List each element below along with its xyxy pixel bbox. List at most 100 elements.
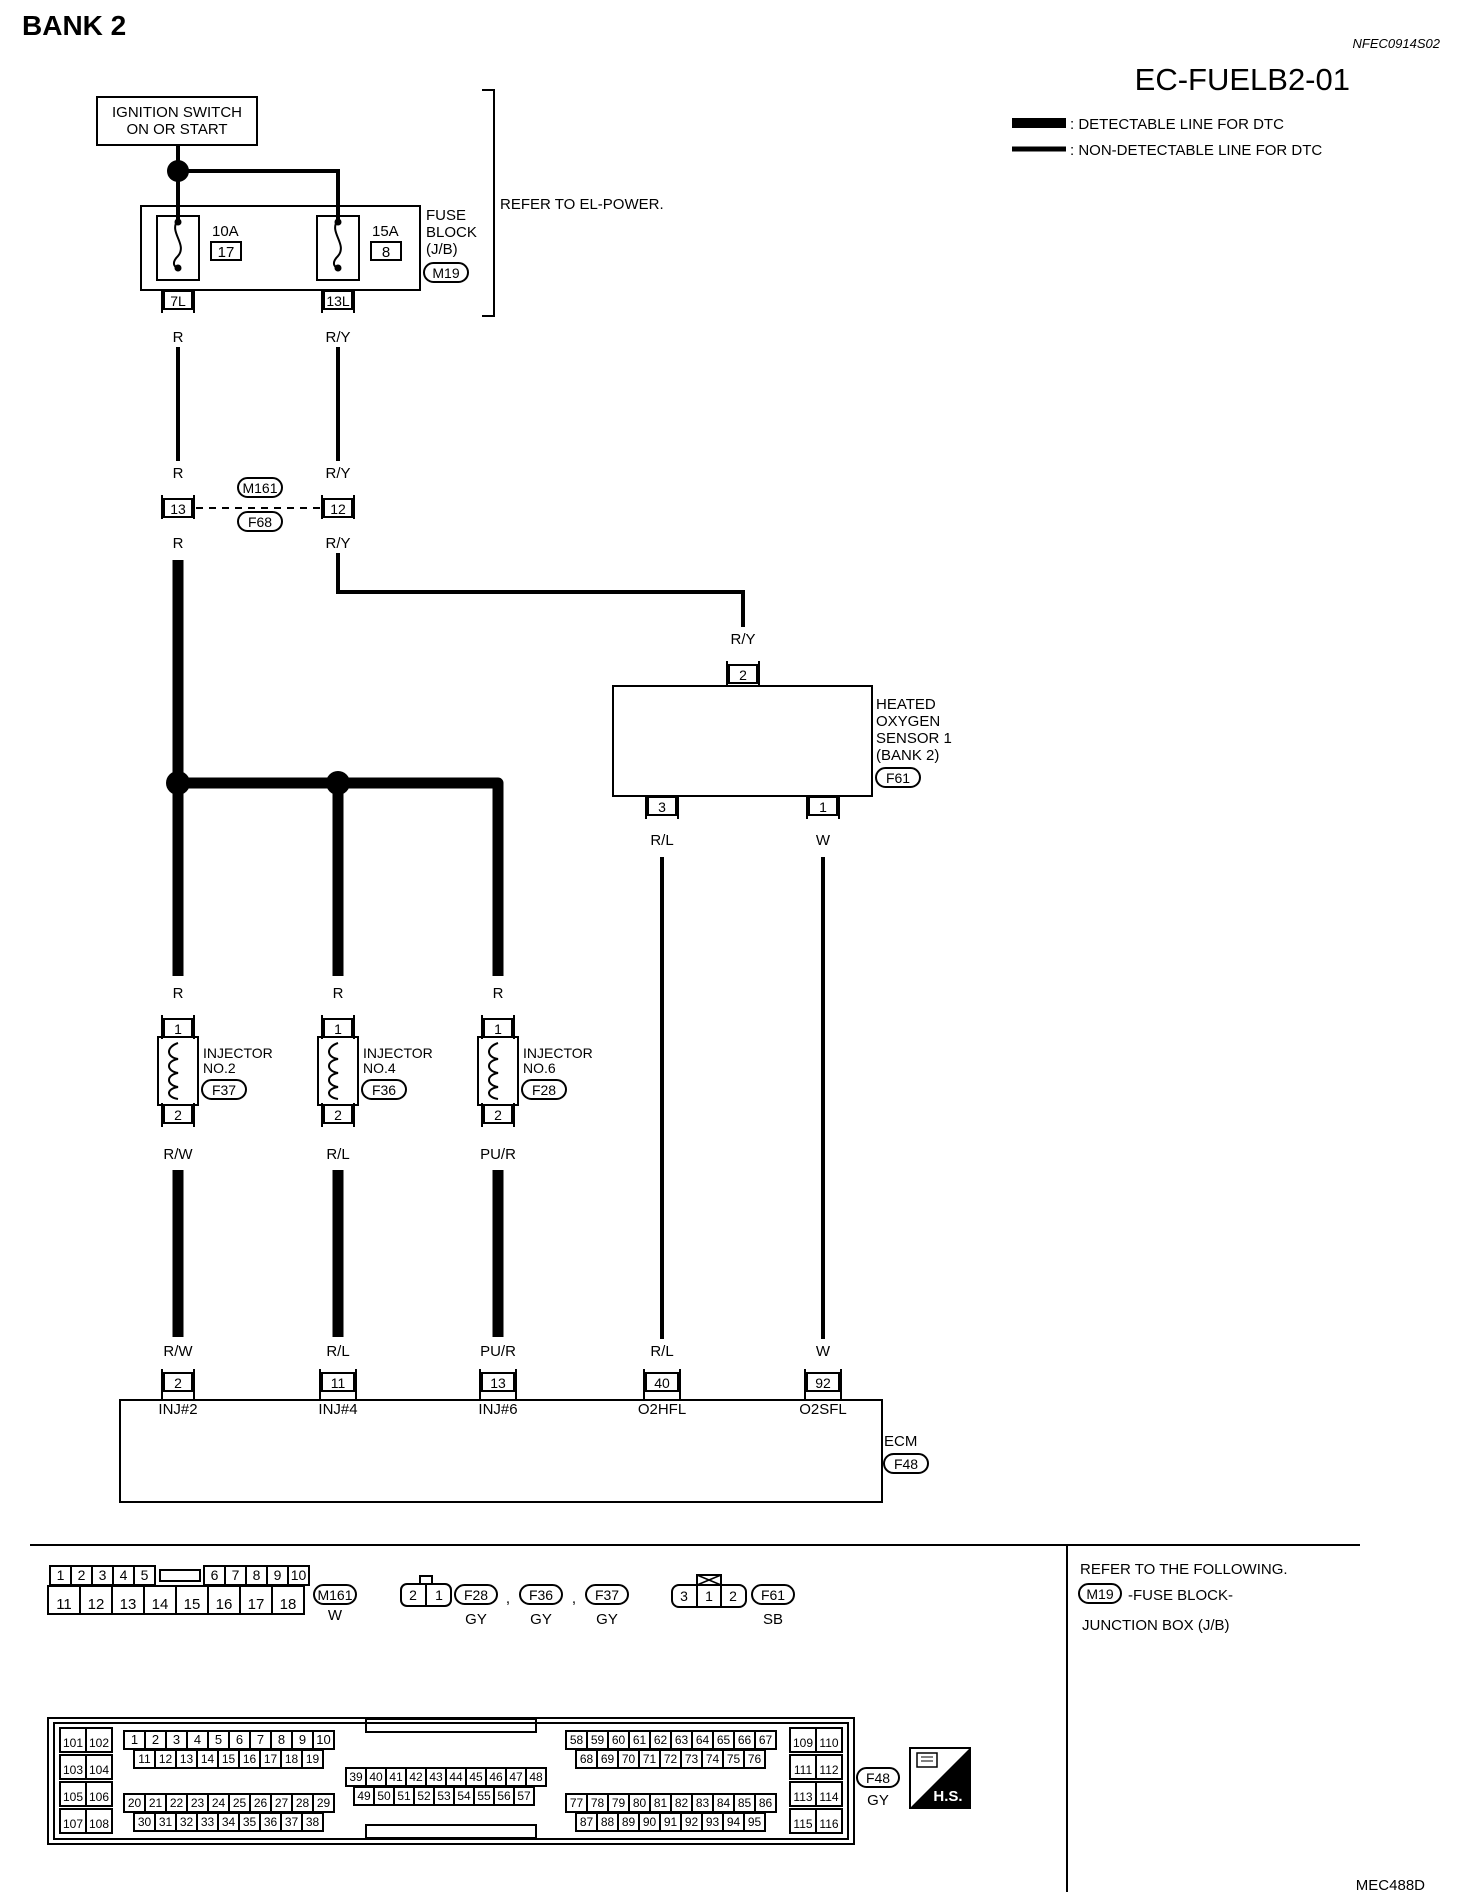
injector-terminal-1: 1 — [494, 1021, 502, 1037]
pin-number: 63 — [675, 1733, 689, 1747]
pin-number: 59 — [591, 1733, 605, 1747]
pin-number: 11 — [56, 1596, 72, 1613]
connector-view-f61: 3 1 2 F61 SB — [671, 1574, 795, 1628]
pin-number: 28 — [296, 1796, 310, 1810]
wire-label: R/W — [163, 1146, 193, 1163]
injector-terminal-2: 2 — [174, 1107, 182, 1123]
section-title: BANK 2 — [22, 10, 126, 41]
injector-no-2: 1 2 INJECTOR NO.2 F37 — [157, 1015, 273, 1127]
pin-number: 115 — [793, 1817, 812, 1831]
separator: , — [506, 1590, 510, 1607]
o2-terminal-3: 3 — [658, 799, 666, 815]
wire-label: R/Y — [325, 329, 350, 346]
connector-view-injector: 2 1 F28 GY , F36 GY , F37 GY — [400, 1575, 629, 1628]
pin-number: 77 — [570, 1796, 584, 1810]
pin-number: 35 — [243, 1815, 257, 1829]
injector-label-1: INJECTOR — [363, 1045, 433, 1061]
legend-detectable: : DETECTABLE LINE FOR DTC — [1070, 116, 1284, 133]
pin-number: 50 — [377, 1789, 391, 1803]
line-legend: : DETECTABLE LINE FOR DTC : NON-DETECTAB… — [1012, 116, 1322, 159]
pin-number: 14 — [201, 1752, 215, 1766]
pin-cell — [85, 1727, 113, 1753]
connector-icon — [916, 1752, 938, 1768]
f48-bottom-key — [365, 1824, 537, 1839]
pin-number: 92 — [685, 1815, 699, 1829]
pin-number: 23 — [191, 1796, 205, 1810]
splice-dot — [167, 160, 189, 182]
pin-number: 33 — [201, 1815, 215, 1829]
pin-number: 32 — [180, 1815, 194, 1829]
pin-number: 67 — [759, 1733, 773, 1747]
pin-number: 104 — [89, 1763, 109, 1777]
pin-cell — [271, 1585, 305, 1615]
pin-number: 68 — [580, 1752, 594, 1766]
pin-number: 93 — [706, 1815, 720, 1829]
refer-bracket — [482, 89, 495, 317]
o2-label-1: HEATED — [876, 696, 936, 713]
pin-number: 78 — [591, 1796, 605, 1810]
legend-non-detectable: : NON-DETECTABLE LINE FOR DTC — [1070, 142, 1322, 159]
splice-dot — [326, 771, 350, 795]
f61-pin: 3 — [680, 1588, 688, 1604]
pin-number: 79 — [612, 1796, 626, 1810]
ignition-label-2: ON OR START — [126, 121, 227, 138]
pin-number: 56 — [497, 1789, 511, 1803]
pin-number: 18 — [285, 1752, 299, 1766]
pin-cell — [513, 1786, 535, 1806]
injector-label-1: INJECTOR — [523, 1045, 593, 1061]
fuse-block-label-1: FUSE — [426, 207, 466, 224]
reference-connector: M19 — [1086, 1586, 1113, 1602]
pin-cell — [743, 1812, 766, 1832]
fuse-block-label-3: (J/B) — [426, 241, 458, 258]
pin-number: 11 — [138, 1752, 151, 1766]
o2-connector: F61 — [886, 770, 910, 786]
wire-label: R/L — [326, 1343, 349, 1360]
fuse-17-number: 17 — [218, 244, 235, 261]
pin-number: 20 — [128, 1796, 142, 1810]
pin-number: 84 — [717, 1796, 731, 1810]
injector-label-2: NO.2 — [203, 1060, 236, 1076]
pin-number: 89 — [622, 1815, 636, 1829]
injector-conn-id: F28 — [464, 1587, 488, 1603]
pin-number: 113 — [793, 1790, 812, 1804]
fuse-8-rating: 15A — [372, 223, 399, 240]
heated-oxygen-sensor: 2 HEATED OXYGEN SENSOR 1 (BANK 2) F61 3 … — [612, 661, 952, 819]
pin-number: 37 — [285, 1815, 299, 1829]
pin-number: 76 — [748, 1752, 762, 1766]
pin-number: 5 — [141, 1567, 149, 1583]
pin-number: 17 — [264, 1752, 278, 1766]
pin-number: 7 — [257, 1732, 264, 1747]
pin-number: 10 — [291, 1567, 307, 1583]
pin-number: 12 — [88, 1596, 105, 1613]
o2-terminal-1: 1 — [819, 799, 827, 815]
m161-latch — [159, 1569, 201, 1582]
pin-number: 31 — [159, 1815, 173, 1829]
pin-number: 55 — [477, 1789, 491, 1803]
injector-connector: F37 — [212, 1082, 236, 1098]
pin-number: 65 — [717, 1733, 731, 1747]
pin-number: 53 — [437, 1789, 451, 1803]
injector-conn-pin: 2 — [409, 1587, 417, 1603]
pin-number: 4 — [194, 1732, 201, 1747]
pin-number: 3 — [99, 1567, 107, 1583]
pin-number: 14 — [152, 1596, 169, 1613]
pin-number: 19 — [306, 1752, 320, 1766]
pin-number: 81 — [654, 1796, 668, 1810]
pin-number: 95 — [748, 1815, 762, 1829]
pin-number: 49 — [357, 1789, 371, 1803]
joint-connector-top: M161 — [242, 480, 277, 496]
splice-dot — [166, 771, 190, 795]
pin-number: 7 — [232, 1567, 240, 1583]
pin-number: 8 — [253, 1567, 261, 1583]
pin-number: 30 — [138, 1815, 152, 1829]
injector-connector: F36 — [372, 1082, 396, 1098]
pin-cell — [301, 1749, 324, 1769]
pin-number: 45 — [469, 1770, 483, 1784]
pin-cell — [815, 1727, 843, 1753]
injector-terminal-1: 1 — [174, 1021, 182, 1037]
injector-label-1: INJECTOR — [203, 1045, 273, 1061]
pin-number: 9 — [299, 1732, 306, 1747]
